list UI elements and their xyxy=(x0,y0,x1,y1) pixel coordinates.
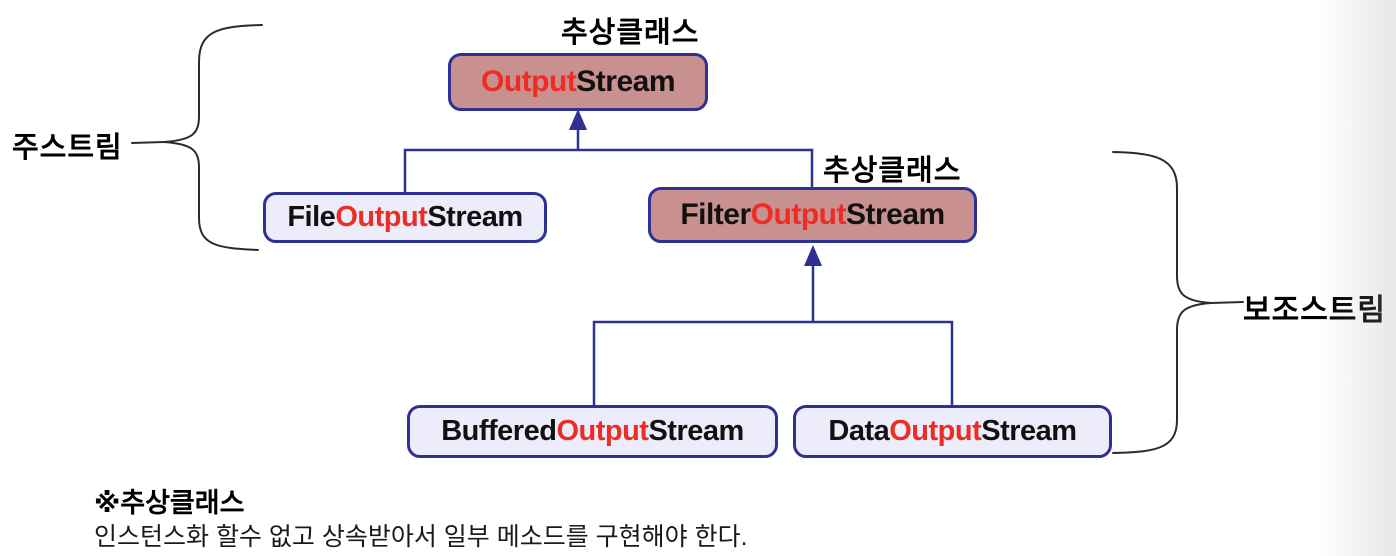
aux-stream-label: 보조스트림 xyxy=(1243,294,1386,327)
class-name-segment: Stream xyxy=(845,198,945,231)
class-name-segment: File xyxy=(287,201,336,233)
inheritance-arrowhead-upper-icon xyxy=(569,109,587,130)
abstract-class-label-filter: 추상클래스 xyxy=(823,155,962,187)
abstract-class-label-top: 추상클래스 xyxy=(561,17,700,49)
inheritance-connector-upper xyxy=(403,148,814,192)
main-stream-brace xyxy=(163,24,263,251)
class-name-segment: Stream xyxy=(981,415,1077,447)
class-name-segment: Data xyxy=(828,415,890,447)
note-title: ※추상클래스 xyxy=(94,488,245,518)
class-name-segment: Filter xyxy=(680,198,751,231)
class-name-segment: Stream xyxy=(576,65,675,98)
class-name-segment: Output xyxy=(480,65,577,98)
class-name-segment: Stream xyxy=(427,201,523,233)
main-stream-brace-tick xyxy=(131,141,165,144)
inheritance-connector-lower xyxy=(592,320,954,405)
aux-stream-brace xyxy=(1112,151,1212,454)
note-body: 인스턴스화 할수 없고 상속받아서 일부 메소드를 구현해야 한다. xyxy=(94,523,748,551)
class-name-segment: Stream xyxy=(648,415,744,447)
inheritance-arrowhead-lower-icon xyxy=(804,245,822,266)
main-stream-label: 주스트림 xyxy=(12,132,123,164)
class-name-segment: Output xyxy=(889,415,982,447)
class-name-segment: Output xyxy=(556,415,649,447)
class-name-segment: Buffered xyxy=(441,415,557,447)
aux-stream-brace-tick xyxy=(1210,301,1244,304)
class-name-segment: Output xyxy=(750,198,847,231)
class-name-segment: Output xyxy=(335,201,428,233)
